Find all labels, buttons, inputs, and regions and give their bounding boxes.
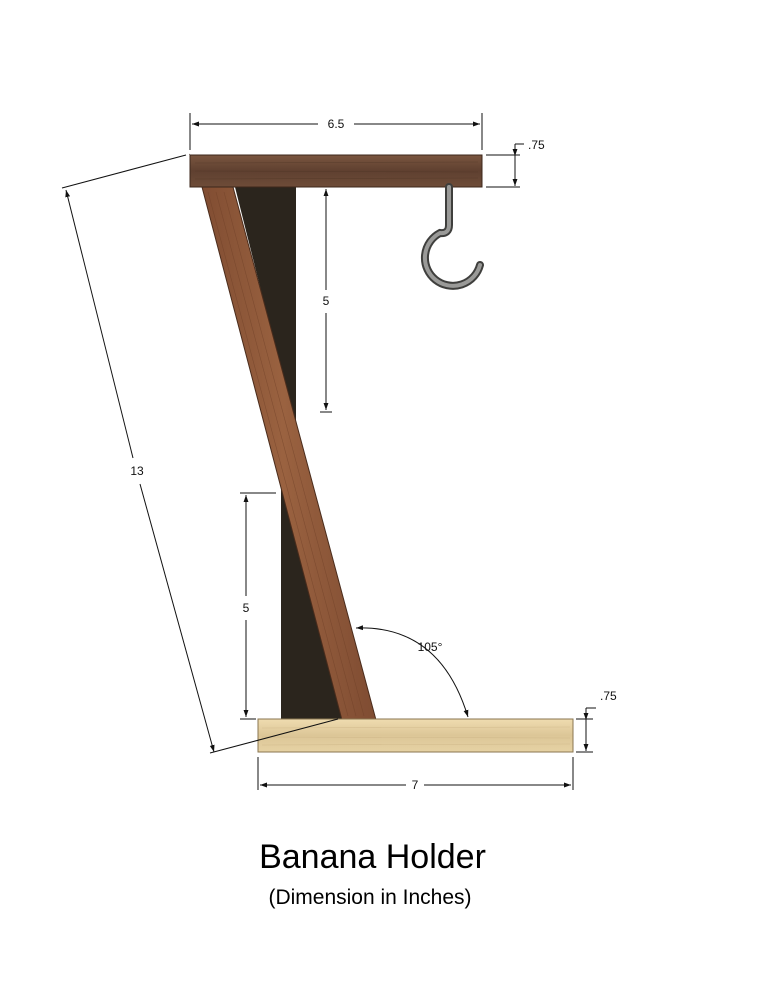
base-grain bbox=[261, 726, 571, 746]
angle-label: 105° bbox=[418, 640, 443, 654]
diagonal-length-label: 13 bbox=[130, 464, 144, 478]
lower-post-label: 5 bbox=[243, 601, 250, 615]
dimension-lines bbox=[61, 113, 596, 790]
top-grain bbox=[194, 161, 479, 180]
top-thickness-label: .75 bbox=[528, 138, 545, 152]
base-thickness-label: .75 bbox=[600, 689, 617, 703]
upper-post-label: 5 bbox=[323, 294, 330, 308]
diagonal-grain bbox=[207, 191, 365, 717]
page-subtitle: (Dimension in Inches) bbox=[268, 886, 472, 909]
hook-icon bbox=[420, 183, 484, 290]
base-board bbox=[257, 718, 574, 753]
top-width-label: 6.5 bbox=[328, 117, 345, 131]
base-width-label: 7 bbox=[412, 778, 419, 792]
page-title: Banana Holder bbox=[259, 838, 486, 876]
